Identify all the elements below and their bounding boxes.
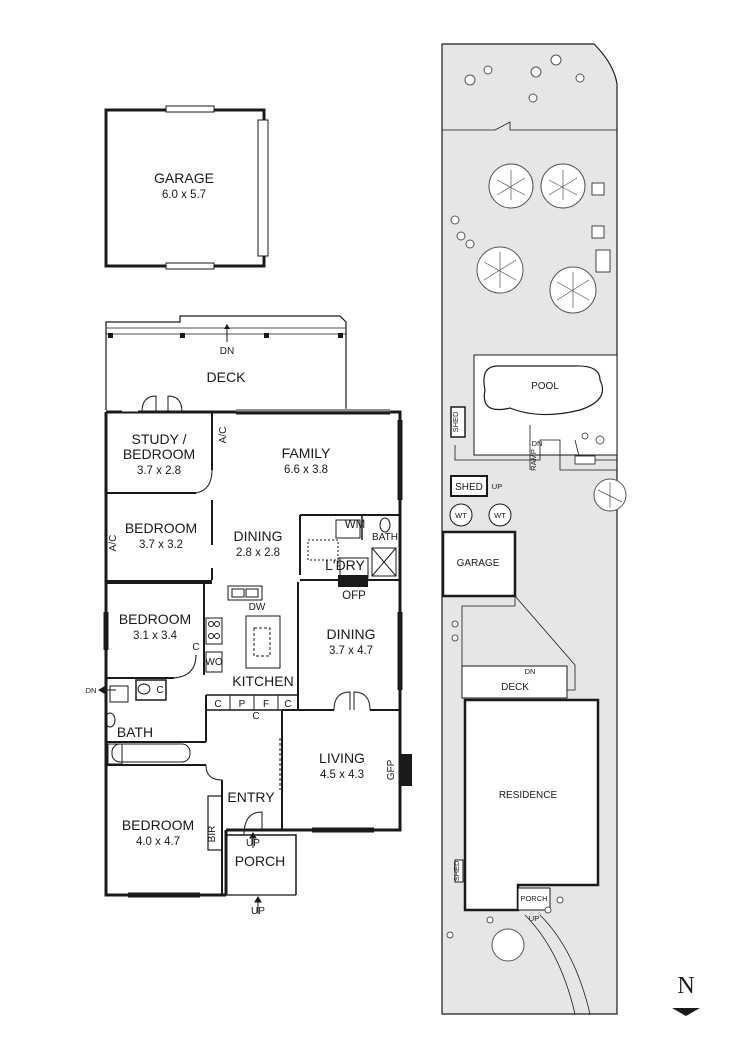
study-label-line1: STUDY / [132, 431, 187, 447]
ramp-dn-label: DN [532, 439, 543, 448]
north-compass: N [672, 973, 700, 1016]
site-porch-up-label: UP [529, 914, 539, 923]
compass-letter: N [677, 973, 694, 999]
deck-label: DECK [207, 369, 247, 385]
gfp-fireplace [401, 754, 412, 786]
site-deck-dn-label: DN [525, 667, 536, 676]
garage-dims: 6.0 x 5.7 [162, 189, 206, 201]
pantry-p-label: P [239, 699, 246, 710]
residence-label: RESIDENCE [499, 790, 558, 801]
fridge-f-label: F [263, 699, 269, 710]
ac-label-1: A/C [218, 427, 229, 444]
living-label: LIVING [319, 750, 365, 766]
side-dn-label: DN [86, 686, 97, 695]
closet-c-label-2: C [214, 699, 221, 710]
tree-details [483, 170, 623, 508]
site-porch-label: PORCH [520, 894, 547, 903]
ac-label-2: A/C [108, 535, 119, 552]
garage-building: GARAGE 6.0 x 5.7 [104, 105, 269, 270]
site-shed-label-3: SHED [452, 860, 461, 881]
bedroom-main-dims: 4.0 x 4.7 [136, 836, 180, 848]
dw-label: DW [249, 602, 266, 613]
ramp-label: RAMP [529, 449, 538, 471]
site-up-label: UP [492, 482, 502, 491]
gfp-label: GFP [386, 759, 397, 780]
entry-up-label: UP [246, 838, 260, 849]
site-shed-label-1: SHED [451, 411, 460, 432]
ofp-fireplace [338, 575, 368, 587]
fixture-labels: A/C A/C DW WO OFP GFP C C P F C C C UP U… [86, 427, 397, 917]
wo-label: WO [205, 657, 222, 668]
closet-c-label-5: C [192, 642, 199, 653]
wt-label-1: WT [455, 511, 467, 520]
bedroom2-dims: 3.7 x 3.2 [139, 539, 183, 551]
family-dims: 6.6 x 3.8 [284, 464, 328, 476]
compass-arrow-icon [672, 1008, 700, 1016]
ldry-label: L'DRY [325, 557, 365, 573]
site-garage-label: GARAGE [457, 558, 500, 569]
bedroom3-dims: 3.1 x 3.4 [133, 630, 178, 642]
arrows [98, 686, 281, 914]
dining-large-label: DINING [327, 626, 376, 642]
study-label-line2: BEDROOM [123, 446, 195, 462]
porch-up-label: UP [251, 906, 265, 917]
bath-label: BATH [117, 724, 153, 740]
bedroom-main-label: BEDROOM [122, 817, 194, 833]
bir-label: BIR [207, 826, 218, 843]
closet-c-label-1: C [156, 685, 163, 696]
wm-label: WM [345, 519, 365, 531]
study-dims: 3.7 x 2.8 [137, 465, 181, 477]
porch-label: PORCH [235, 853, 286, 869]
ofp-label: OFP [342, 590, 366, 602]
deck-dn-label: DN [220, 346, 234, 357]
entry-label: ENTRY [227, 789, 275, 805]
dining-small-label: DINING [234, 528, 283, 544]
doors-windows [103, 395, 403, 898]
closet-c-label-3: C [284, 699, 291, 710]
room-labels: STUDY / BEDROOM 3.7 x 2.8 FAMILY 6.6 x 3… [117, 431, 398, 869]
family-label: FAMILY [282, 445, 331, 461]
garage-label: GARAGE [154, 170, 214, 186]
closet-c-label-4: C [252, 711, 259, 722]
site-deck-label: DECK [501, 682, 529, 693]
dining-small-dims: 2.8 x 2.8 [236, 547, 280, 559]
wt-label-2: WT [494, 511, 506, 520]
site-shed-label-2: SHED [455, 482, 483, 493]
bedroom2-label: BEDROOM [125, 520, 197, 536]
dining-large-dims: 3.7 x 4.7 [329, 645, 373, 657]
kitchen-label: KITCHEN [232, 673, 293, 689]
bedroom3-label: BEDROOM [119, 611, 191, 627]
pool-label: POOL [531, 381, 559, 392]
living-dims: 4.5 x 4.3 [320, 769, 364, 781]
bath-small-label: BATH [372, 532, 398, 543]
appliances [104, 517, 397, 765]
deck-area: DN DECK [105, 315, 347, 410]
site-small-features [574, 182, 611, 465]
house-walls [104, 410, 402, 897]
